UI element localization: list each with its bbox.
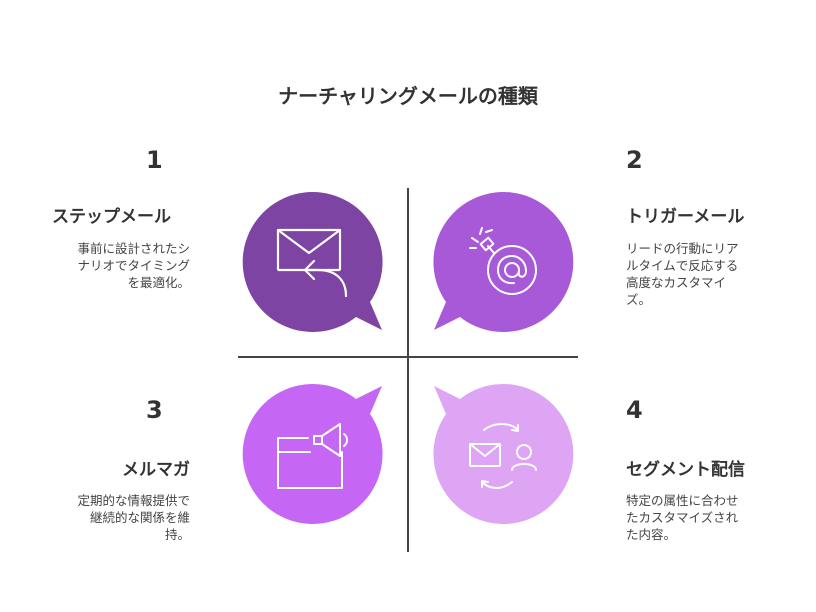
diagram-title: ナーチャリングメールの種類 [278,84,538,108]
desc-line: ズ。 [626,292,652,307]
quadrant-2-number: 2 [626,146,643,174]
desc-line: 持。 [164,527,190,542]
desc-line: リードの行動にリア [626,241,739,256]
desc-line: 定期的な情報提供で [77,493,190,508]
bubble-segment-delivery [433,384,574,525]
desc-line: 高度なカスタマイ [626,275,727,290]
quadrant-3-number: 3 [146,396,163,424]
quadrant-1-number: 1 [146,146,163,174]
email-bomb-icon [469,227,537,295]
desc-line: 継続的な関係を維 [89,510,190,525]
quadrant-4-heading: セグメント配信 [626,460,745,480]
quadrant-3-heading: メルマガ [122,460,190,480]
quadrant-4-number: 4 [626,396,643,424]
desc-line: たカスタマイズされ [626,510,739,525]
megaphone-window-icon [277,423,348,489]
quadrant-2-description: リードの行動にリア ルタイムで反応する 高度なカスタマイ ズ。 [626,240,776,308]
quadrant-3-description: 定期的な情報提供で 継続的な関係を維 持。 [40,492,190,543]
mail-user-sync-icon [469,423,537,489]
quadrant-1-heading: ステップメール [52,207,171,227]
desc-line: 事前に設計されたシ [77,241,190,256]
bubble-mail-magazine [242,384,383,525]
desc-line: ルタイムで反応する [626,258,739,273]
bubble-4-shape [433,384,574,525]
bubble-2-shape [433,191,574,332]
desc-line: 特定の属性に合わせ [626,493,739,508]
desc-line: た内容。 [626,527,677,542]
quadrant-2-heading: トリガーメール [626,207,745,227]
bubble-step-mail [242,191,383,332]
desc-line: を最適化。 [127,275,190,290]
quadrant-1-description: 事前に設計されたシ ナリオでタイミング を最適化。 [40,240,190,291]
mail-reply-icon [276,228,348,298]
bubble-trigger-mail [433,191,574,332]
desc-line: ナリオでタイミング [77,258,190,273]
quadrant-4-description: 特定の属性に合わせ たカスタマイズされ た内容。 [626,492,776,543]
bubble-3-shape [242,384,383,525]
